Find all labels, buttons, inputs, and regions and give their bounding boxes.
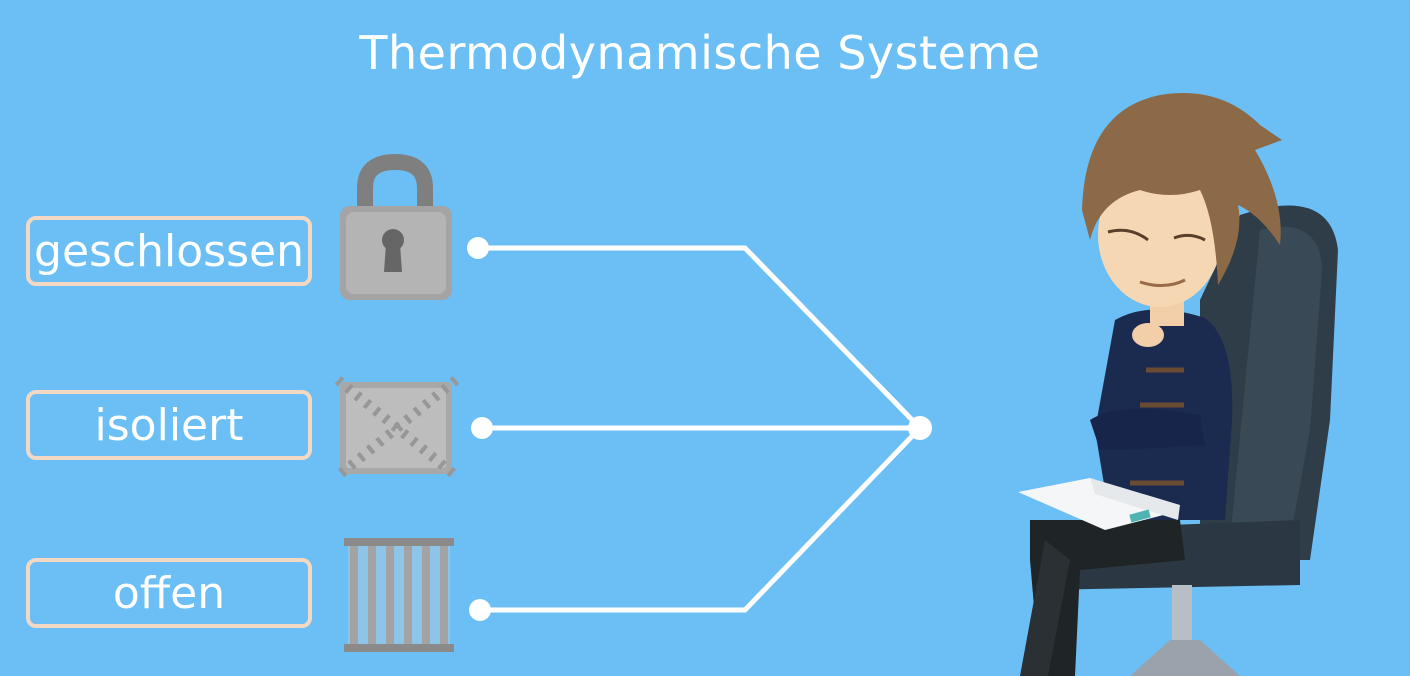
connector-lines	[478, 245, 922, 613]
label-geschlossen: geschlossen	[26, 216, 312, 286]
label-offen: offen	[26, 558, 312, 628]
crossed-box-icon	[334, 376, 460, 480]
diagram-title: Thermodynamische Systeme	[359, 26, 1041, 80]
label-isoliert: isoliert	[26, 390, 312, 460]
connector-dot-isoliert	[471, 417, 493, 439]
cage-icon	[344, 538, 454, 652]
thinking-person-illustration	[1018, 93, 1338, 676]
connector-geschlossen	[478, 245, 922, 430]
connector-dot-geschlossen	[467, 237, 489, 259]
padlock-icon	[340, 153, 452, 300]
connector-offen	[480, 426, 922, 613]
connector-dot-offen	[469, 599, 491, 621]
connector-hub-dot	[908, 416, 932, 440]
